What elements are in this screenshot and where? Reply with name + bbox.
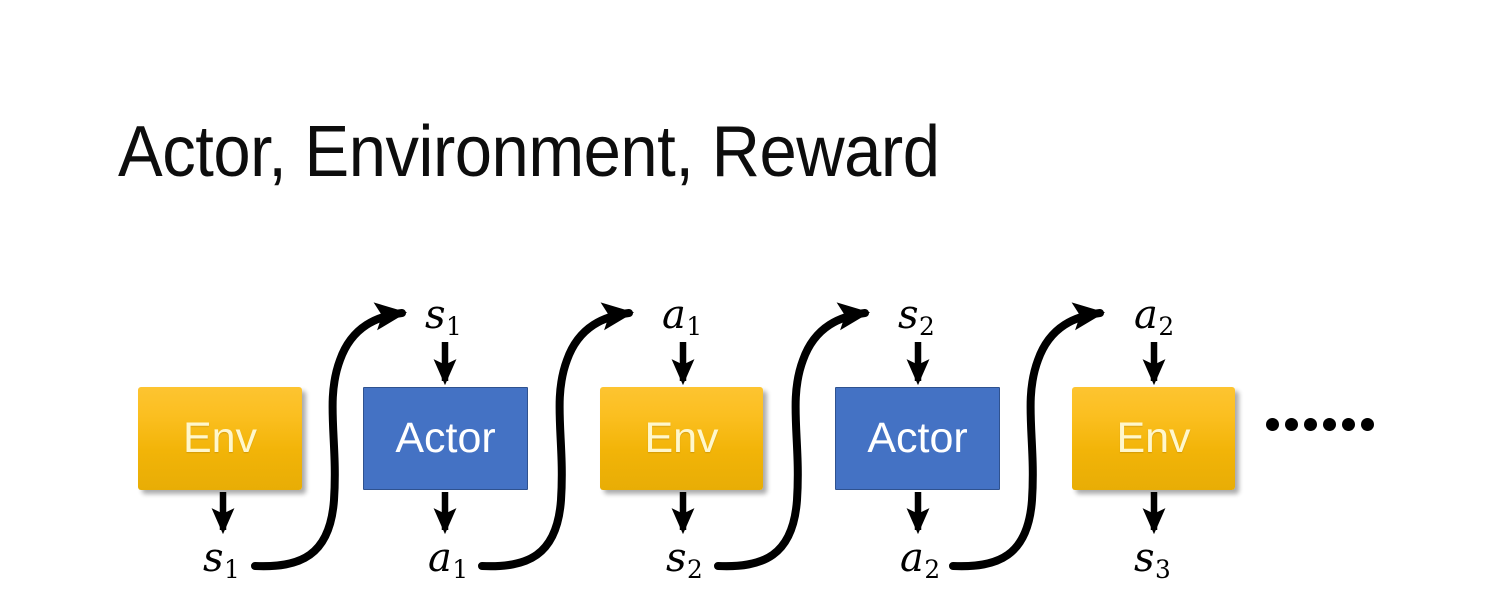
label-subscript: 2 — [919, 312, 935, 342]
label-subscript: 2 — [924, 555, 941, 585]
ellipsis-dot — [1342, 418, 1355, 431]
node-env-2[interactable]: Env — [600, 387, 763, 490]
label-bottom-s1: s1 — [203, 535, 240, 582]
node-label: Actor — [867, 414, 968, 462]
ellipsis-icon — [1266, 418, 1374, 431]
label-base: a — [1134, 292, 1158, 338]
label-base: s — [203, 535, 224, 581]
label-base: a — [428, 535, 452, 581]
label-base: s — [898, 292, 919, 338]
label-subscript: 1 — [446, 312, 462, 342]
label-subscript: 2 — [687, 555, 703, 585]
label-top-s2: s2 — [898, 292, 935, 339]
node-env-3[interactable]: Env — [1072, 387, 1235, 490]
node-actor-2[interactable]: Actor — [835, 387, 1000, 490]
label-top-s1: s1 — [425, 292, 462, 339]
node-label: Env — [1116, 414, 1191, 462]
label-top-a2: a2 — [1134, 292, 1174, 339]
ellipsis-dot — [1361, 418, 1374, 431]
curve-bot-a2-to-top-a2 — [949, 302, 1106, 571]
label-subscript: 1 — [452, 555, 469, 585]
label-base: a — [662, 292, 686, 338]
node-label: Actor — [395, 414, 496, 462]
node-env-1[interactable]: Env — [138, 387, 302, 490]
ellipsis-dot — [1304, 418, 1317, 431]
page-title: Actor, Environment, Reward — [118, 112, 940, 192]
label-base: s — [1134, 535, 1155, 581]
curve-bot-a1-to-top-a1 — [478, 302, 635, 571]
label-subscript: 1 — [686, 312, 703, 342]
label-subscript: 1 — [224, 555, 240, 585]
label-subscript: 2 — [1158, 312, 1175, 342]
label-subscript: 3 — [1155, 555, 1171, 585]
label-bottom-s3: s3 — [1134, 535, 1171, 582]
label-bottom-a2: a2 — [900, 535, 940, 582]
ellipsis-dot — [1323, 418, 1336, 431]
label-top-a1: a1 — [662, 292, 702, 339]
ellipsis-dot — [1285, 418, 1298, 431]
label-bottom-s2: s2 — [666, 535, 703, 582]
label-base: s — [666, 535, 687, 581]
label-base: a — [900, 535, 924, 581]
label-base: s — [425, 292, 446, 338]
label-bottom-a1: a1 — [428, 535, 468, 582]
node-label: Env — [182, 414, 258, 462]
node-label: Env — [644, 414, 719, 462]
node-actor-1[interactable]: Actor — [363, 387, 528, 490]
curve-bot-s2-to-top-s2 — [714, 302, 871, 571]
ellipsis-dot — [1266, 418, 1279, 431]
curve-bot-s1-to-top-s1 — [251, 302, 408, 571]
